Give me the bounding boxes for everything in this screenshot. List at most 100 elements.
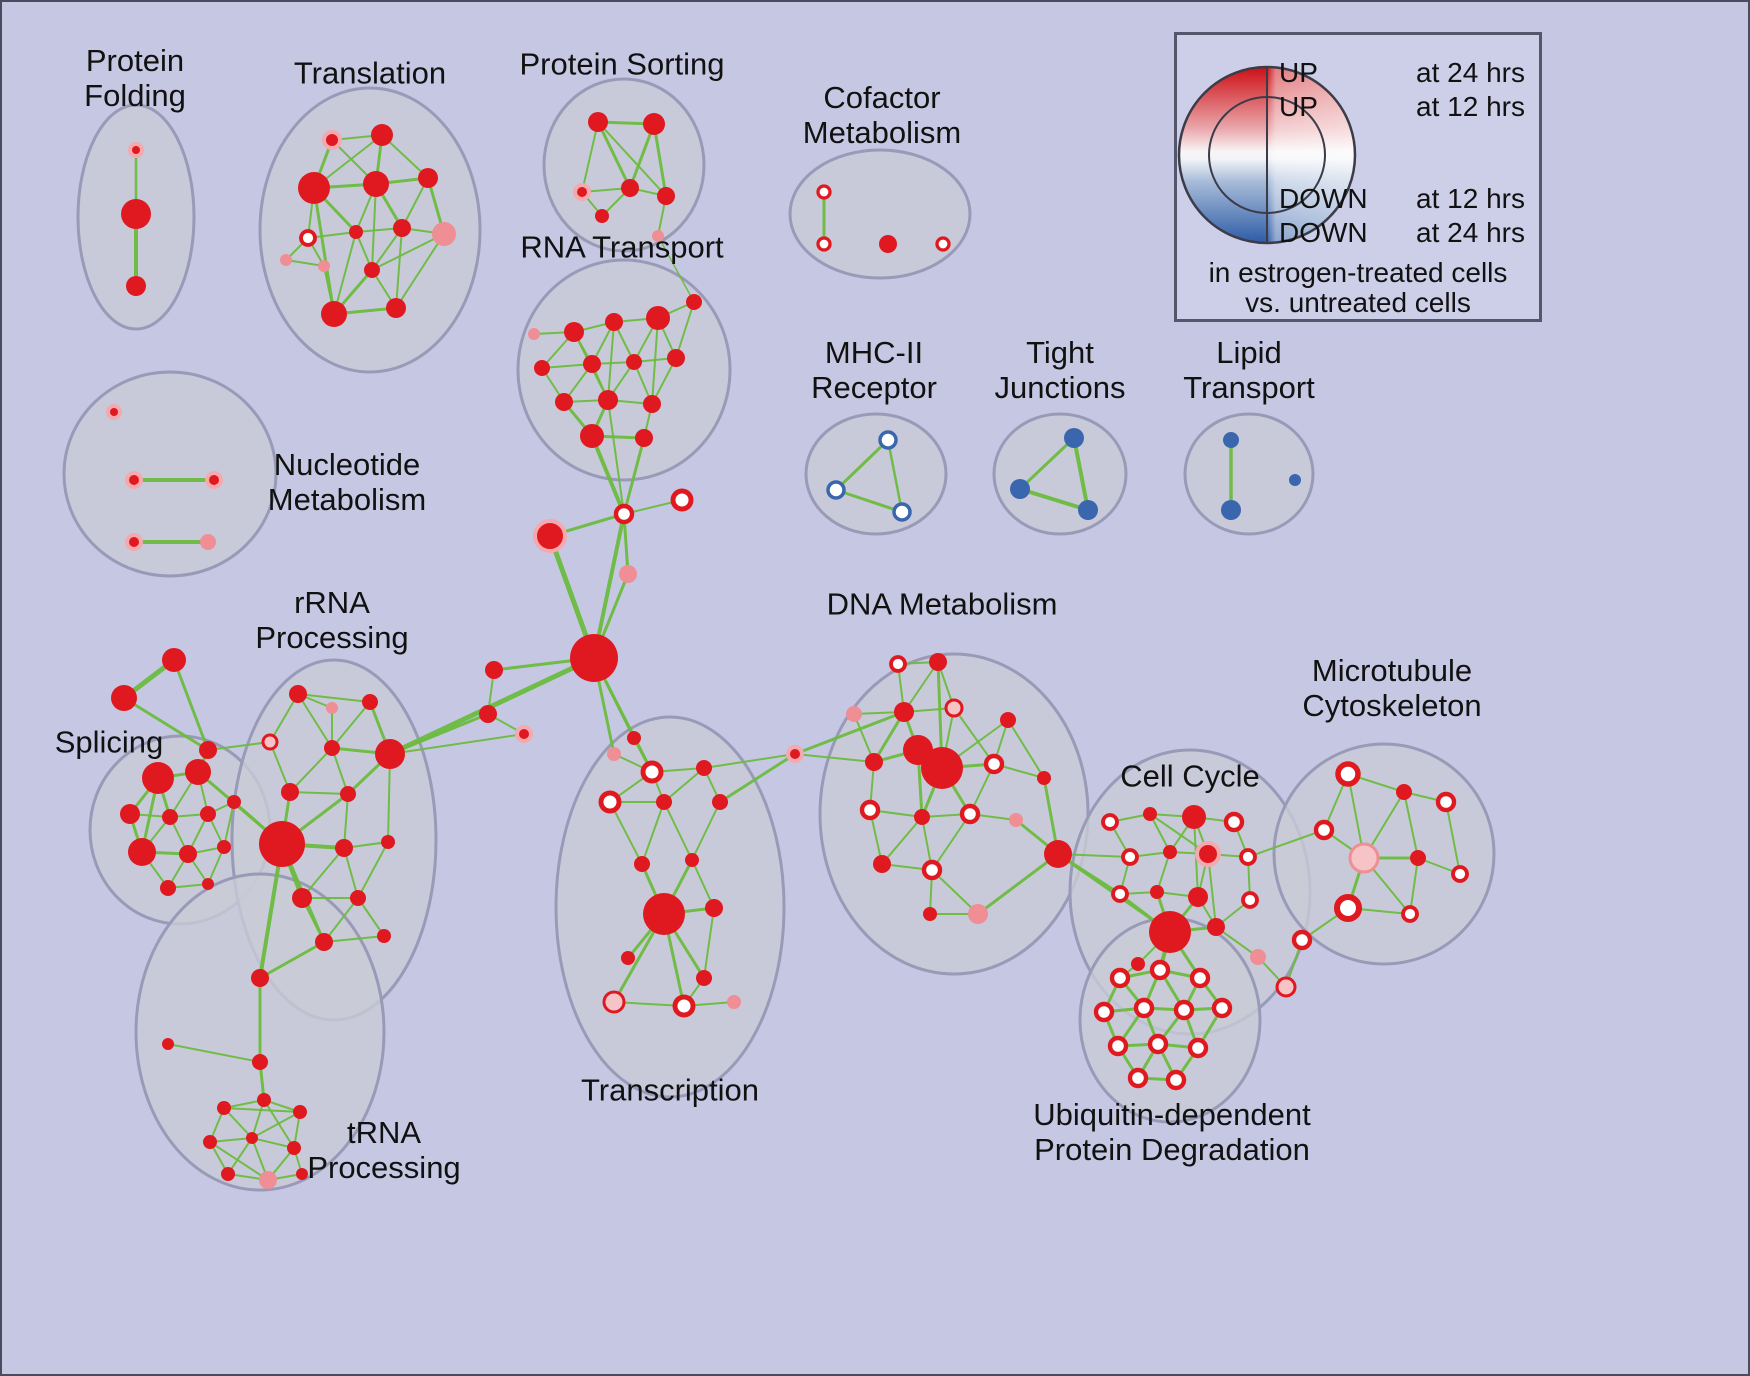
legend-time-label: at 12 hrs (1416, 183, 1525, 214)
edge (609, 801, 643, 865)
node-sp9 (217, 840, 231, 854)
node-dm18 (968, 904, 988, 924)
node-tr9 (287, 1141, 301, 1155)
node-nm1 (106, 404, 122, 420)
node-cc15 (1131, 957, 1145, 971)
node-tc15 (727, 995, 741, 1009)
node-t11 (364, 262, 380, 278)
node-mt4 (1313, 819, 1335, 841)
edge (1018, 487, 1090, 512)
node-rt5 (583, 355, 601, 373)
node-tc3 (696, 760, 712, 776)
edge (953, 707, 995, 765)
node-rt7 (667, 349, 685, 367)
edge (1156, 851, 1171, 893)
node-tc6 (712, 794, 728, 810)
edge (976, 852, 1060, 916)
cluster-ellipse-nucleotide-metabolism (62, 370, 278, 578)
node-rt14 (528, 328, 540, 340)
node-sp6 (227, 795, 241, 809)
node-rr12 (350, 890, 366, 906)
node-fr1 (162, 648, 186, 672)
edge (285, 259, 325, 267)
node-rr6 (281, 783, 299, 801)
node-tc8 (685, 853, 699, 867)
node-rr15 (326, 702, 338, 714)
node-cm4 (935, 236, 951, 252)
edge (331, 747, 349, 795)
node-sp1 (142, 762, 174, 794)
edge (289, 791, 349, 795)
node-ch4 (619, 565, 637, 583)
edge (703, 753, 796, 769)
edge (1403, 791, 1419, 859)
legend-direction-label: DOWN (1279, 183, 1368, 214)
node-ch8 (627, 731, 641, 745)
edge (834, 438, 890, 492)
node-ub4 (1093, 1001, 1115, 1023)
node-sp5 (200, 806, 216, 822)
node-tr12 (296, 1168, 308, 1180)
cluster-ellipse-cofactor-metabolism (788, 148, 972, 280)
node-mh1 (878, 430, 898, 450)
cluster-ellipse-microtubule-cytoskeleton (1272, 742, 1496, 966)
node-t13 (386, 298, 406, 318)
node-ub5 (1133, 997, 1155, 1019)
edge (793, 710, 906, 756)
node-dm2 (929, 653, 947, 671)
edge (1149, 813, 1171, 853)
node-rt3 (646, 306, 670, 330)
edge (607, 399, 625, 515)
node-tc14 (672, 994, 696, 1018)
node-dm12 (859, 799, 881, 821)
node-ch2 (670, 488, 694, 512)
edge (834, 488, 904, 514)
node-rr2 (362, 694, 378, 710)
node-hubL (1044, 840, 1072, 868)
edge (663, 801, 693, 861)
node-mt9 (1291, 929, 1313, 951)
node-rr13 (315, 933, 333, 951)
node-t4 (363, 171, 389, 197)
node-nm5 (200, 534, 216, 550)
node-lt2 (1221, 500, 1241, 520)
node-sp8 (179, 845, 197, 863)
node-ps2 (643, 113, 665, 135)
node-dm1 (889, 655, 907, 673)
edge (312, 186, 336, 316)
edge (652, 122, 668, 198)
edge (1072, 436, 1090, 512)
node-ub12 (1165, 1069, 1187, 1091)
node-ub8 (1107, 1035, 1129, 1057)
node-dm9 (921, 747, 963, 789)
node-ps1 (588, 112, 608, 132)
edge (167, 1043, 261, 1063)
edge (371, 233, 445, 271)
edge (357, 841, 389, 899)
edge (581, 121, 599, 193)
node-cc12 (1149, 911, 1191, 953)
node-tj1 (1064, 428, 1084, 448)
edge (718, 752, 797, 804)
cluster-ellipse-tight-junctions (992, 412, 1128, 536)
node-tc4 (598, 790, 622, 814)
node-rt10 (643, 395, 661, 413)
node-t6 (299, 229, 317, 247)
node-mt2 (1396, 784, 1412, 800)
edge (931, 869, 979, 915)
cluster-ellipse-lipid-transport (1183, 412, 1315, 536)
node-mt5 (1348, 842, 1380, 874)
node-dm15 (1009, 813, 1023, 827)
node-sp11 (202, 878, 214, 890)
edge (691, 801, 721, 861)
edge (251, 1111, 301, 1139)
node-dm7 (865, 753, 883, 771)
legend-row-down-24: DOWN at 24 hrs (1279, 217, 1525, 249)
cluster-ellipse-rna-transport (516, 258, 732, 482)
node-dm6 (1000, 712, 1016, 728)
legend-box: UP at 24 hrs UP at 12 hrs DOWN at 12 hrs… (1174, 32, 1542, 322)
edge (227, 1137, 253, 1175)
edge (395, 233, 445, 309)
edge (223, 801, 235, 848)
